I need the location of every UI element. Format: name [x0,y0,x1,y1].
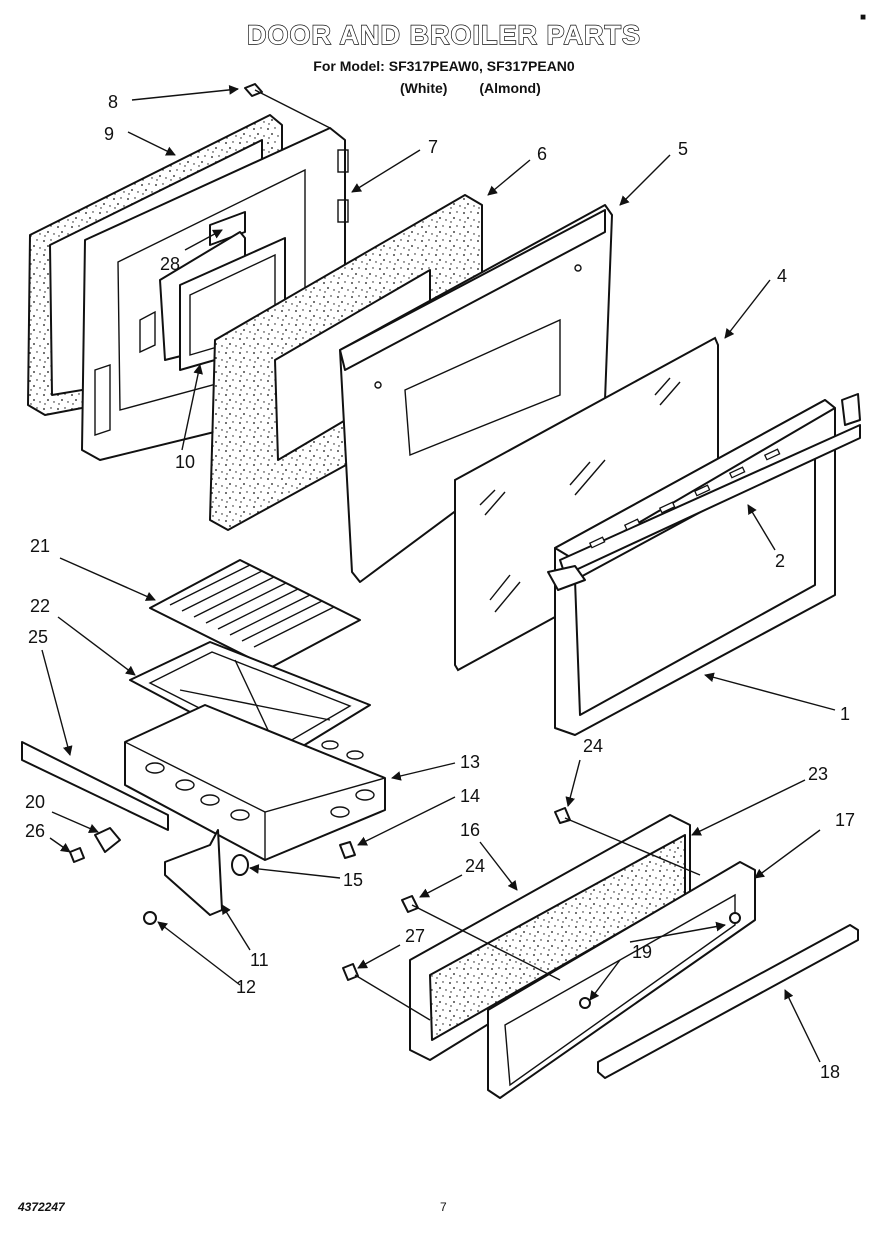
callout-15: 15 [343,870,363,890]
callout-1: 1 [840,704,850,724]
callout-labels: 8 9 7 6 5 4 28 10 2 1 21 22 25 13 14 15 … [25,92,855,1082]
part-11-bracket [164,829,223,916]
callout-25: 25 [28,627,48,647]
callout-5: 5 [678,139,688,159]
callout-27: 27 [405,926,425,946]
callout-6: 6 [537,144,547,164]
part-8-screw [244,83,331,129]
page-title: DOOR AND BROILER PARTS [246,19,641,50]
callout-8: 8 [108,92,118,112]
part-27-screw [342,963,359,981]
part-26-screw [69,847,85,863]
callout-18: 18 [820,1062,840,1082]
color-legend: (White) (Almond) [400,80,569,96]
callout-20: 20 [25,792,45,812]
callout-19: 19 [632,942,652,962]
callout-16: 16 [460,820,480,840]
callout-11: 11 [250,950,269,970]
part-21-broiler-grid [149,559,361,669]
callout-23: 23 [808,764,828,784]
part-14-screw [339,841,356,859]
part-17-broiler-door-panel [487,861,756,1099]
color-almond-label: (Almond) [479,80,541,96]
page-number: 7 [440,1200,447,1214]
callout-10: 10 [175,452,195,472]
part-12-nut [143,911,157,925]
part-18-broiler-door-trim [597,924,859,1079]
callout-4: 4 [777,266,787,286]
callout-21: 21 [30,536,50,556]
callout-14: 14 [460,786,480,806]
part-20-clip [94,827,121,853]
callout-7: 7 [428,137,438,157]
callout-24-mid: 24 [465,856,485,876]
leader-lines [41,85,836,1063]
callout-12: 12 [236,977,256,997]
callout-9: 9 [104,124,114,144]
callout-26: 26 [25,821,45,841]
model-numbers: For Model: SF317PEAW0, SF317PEAN0 [313,58,575,74]
callout-13: 13 [460,752,480,772]
part-15-washer [231,854,249,876]
callout-17: 17 [835,810,855,830]
color-white-label: (White) [400,80,448,96]
part-5-door-liner [339,204,613,583]
document-number: 4372247 [18,1200,65,1214]
corner-mark: ■ [859,12,866,23]
part-19-nuts [579,912,741,1009]
callout-28: 28 [160,254,180,274]
part-2-door-trim [547,393,861,591]
callout-2: 2 [775,551,785,571]
callout-24-top: 24 [583,736,603,756]
part-13-broiler-drawer [124,704,386,861]
callout-22: 22 [30,596,50,616]
part-25-broiler-rail [21,741,169,831]
